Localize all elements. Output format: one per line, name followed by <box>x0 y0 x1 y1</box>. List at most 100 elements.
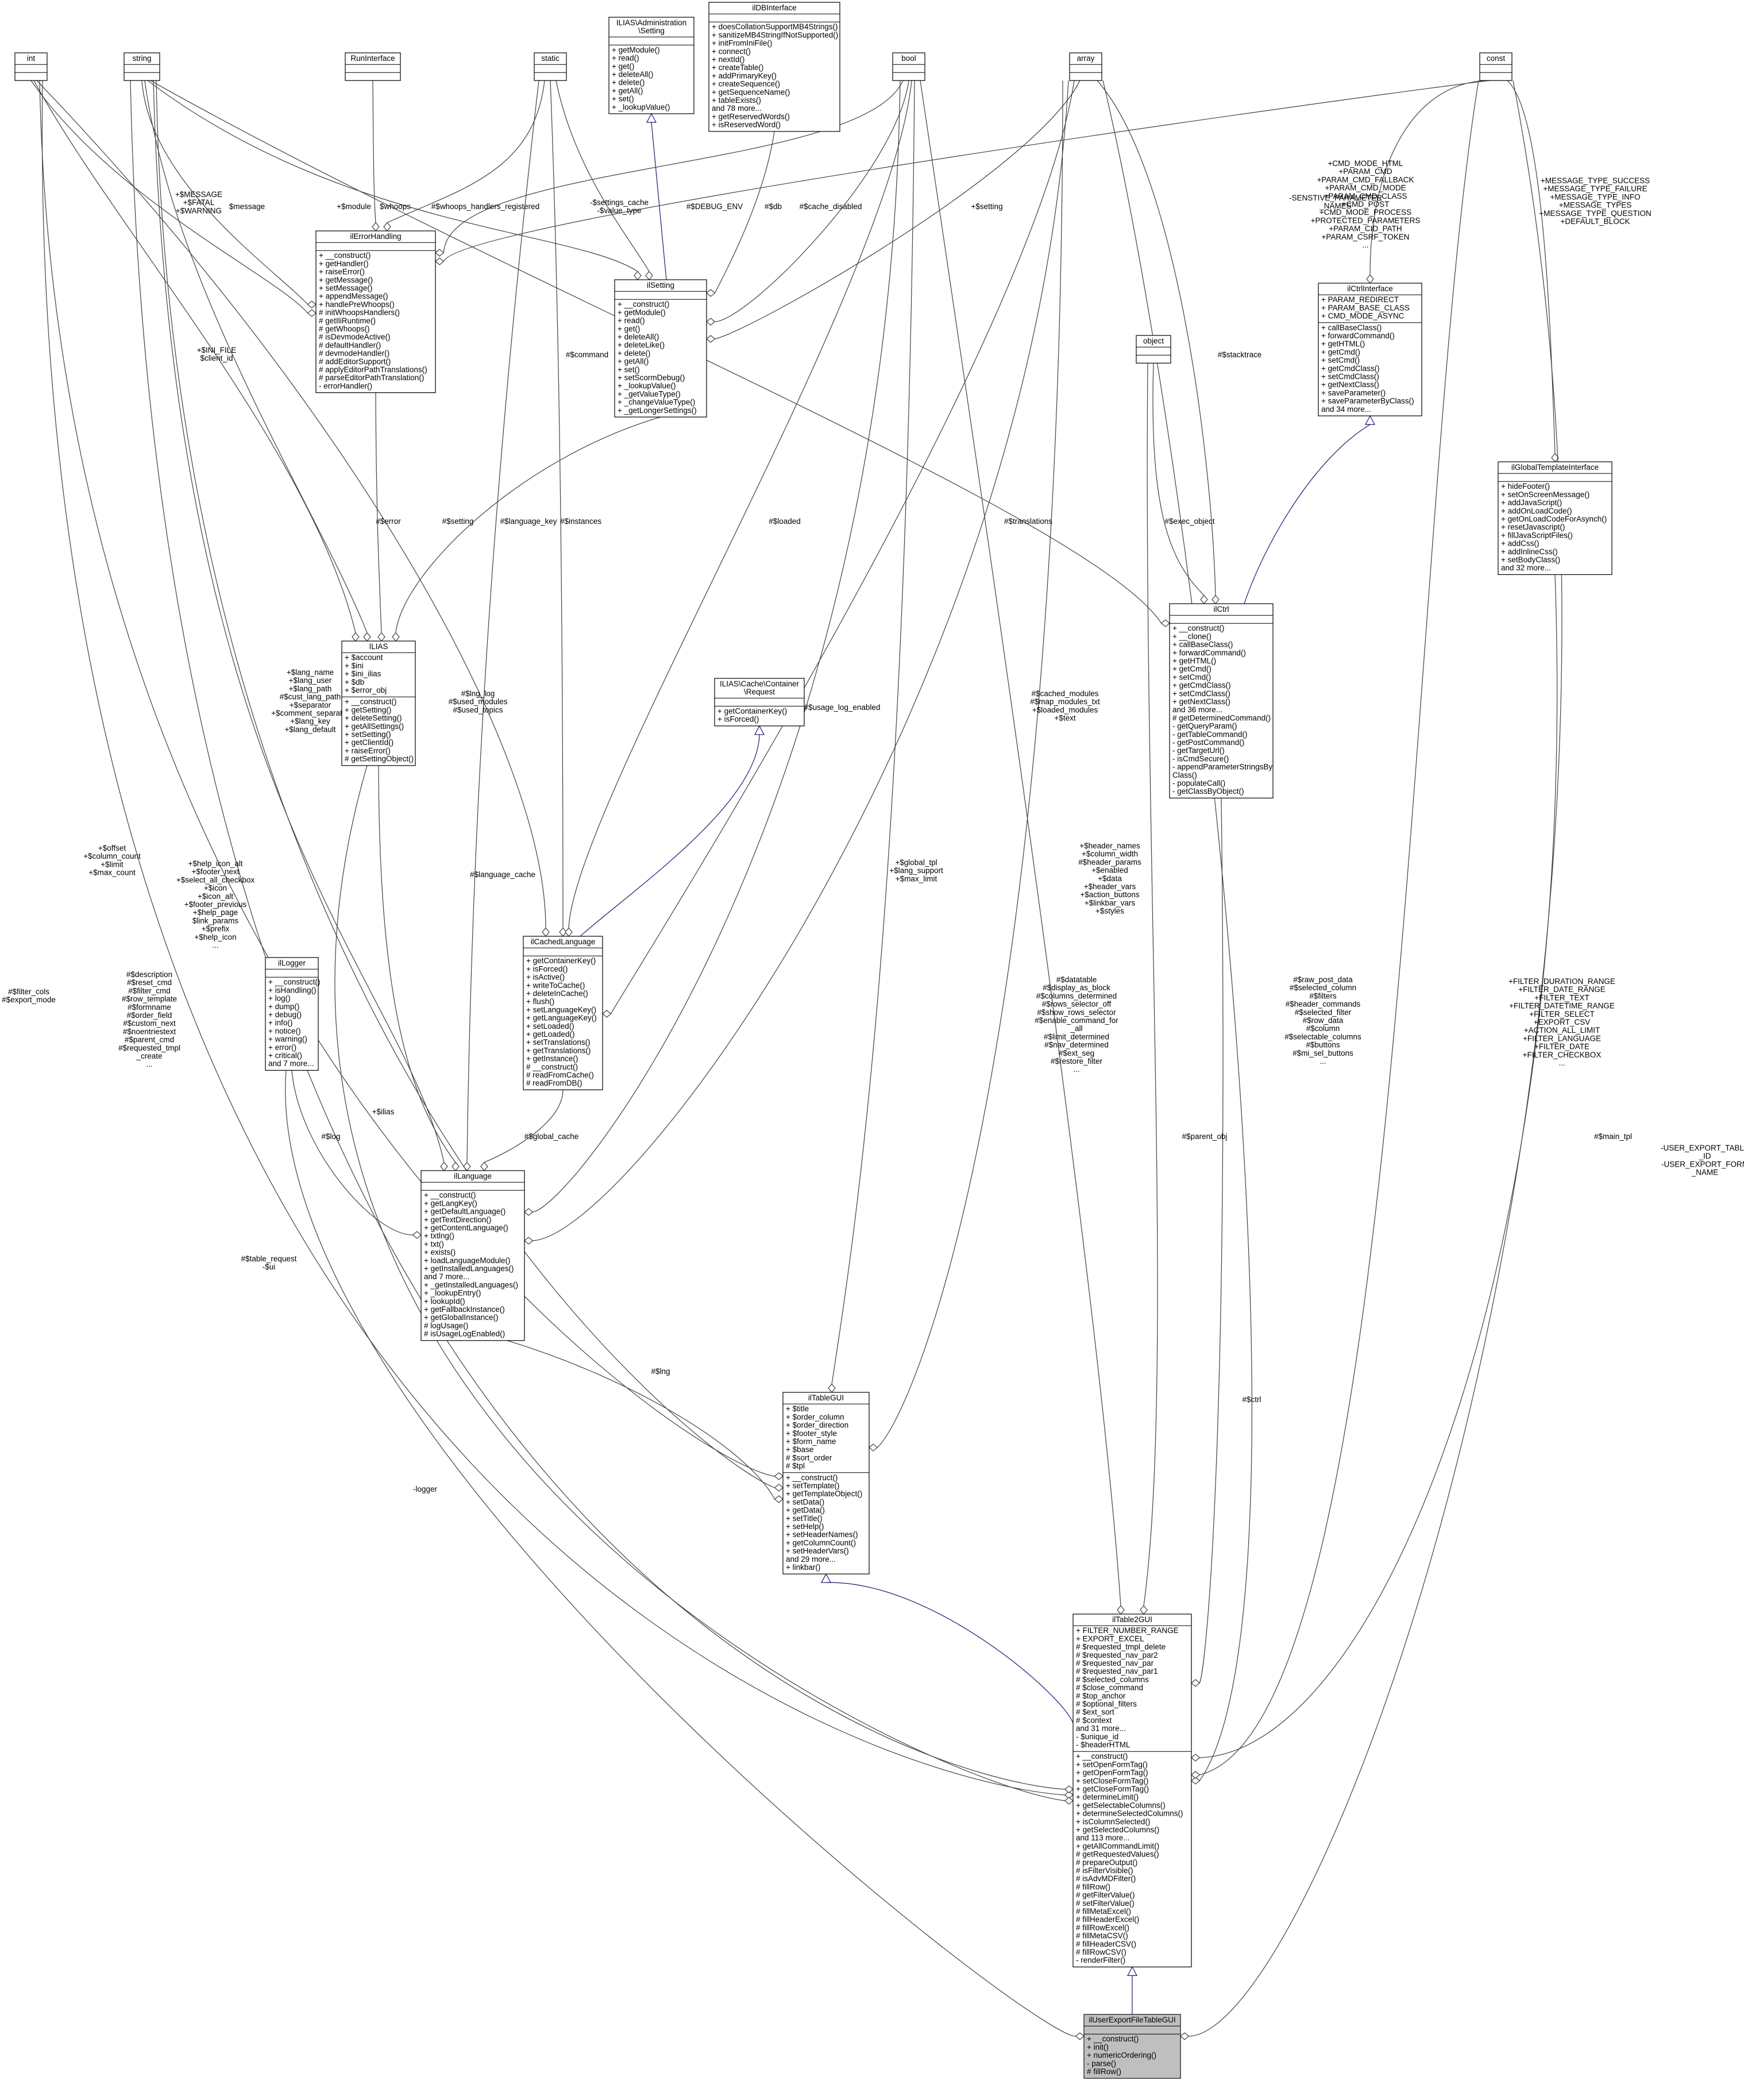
class-name[interactable]: const <box>1487 54 1506 63</box>
inheritance-arrow <box>754 725 765 735</box>
class-method: + setData() <box>786 1497 824 1506</box>
aggregation-diamond <box>542 927 550 937</box>
class-method: - isCmdSecure() <box>1172 754 1229 763</box>
aggregation-edge-array-to-ilctrl <box>1097 80 1216 596</box>
class-method: + getLangKey() <box>424 1199 477 1207</box>
edge-label-line: +FILTER_DATETIME_RANGE <box>1509 1002 1615 1010</box>
edge-label-line: $whoops <box>380 202 411 211</box>
aggregation-edge-ildbinterface-to-ilsetting <box>714 131 775 294</box>
class-name[interactable]: string <box>132 54 151 63</box>
class-name[interactable]: ilLogger <box>278 959 306 967</box>
aggregation-diamond <box>1180 2032 1190 2040</box>
edge-label-line: _NAME <box>1691 1168 1719 1177</box>
class-method: + addOnLoadCode() <box>1501 507 1572 515</box>
edge-label-l39: #$log <box>321 1132 340 1141</box>
aggregation-edge-static-to-ilerrorhandling <box>387 80 545 223</box>
class-name[interactable]: ilCtrl <box>1214 605 1229 613</box>
class-name[interactable]: object <box>1143 337 1164 345</box>
edge-label-line: #$noentriestext <box>123 1027 176 1036</box>
class-method: + raiseError() <box>319 268 365 276</box>
edge-label-l6: -$settings_cache-$value_type <box>590 198 649 215</box>
class-attribute: + $form_name <box>786 1437 836 1446</box>
class-name[interactable]: int <box>27 54 36 63</box>
edge-label-l42: #$main_tpl <box>1594 1132 1632 1141</box>
class-method: + isHandling() <box>268 986 317 994</box>
edge-label-l43: -USER_EXPORT_TABLE_ID-USER_EXPORT_FORM_N… <box>1661 1144 1744 1177</box>
class-name[interactable]: \Setting <box>638 26 665 35</box>
edge-label-line: #$db <box>765 202 782 211</box>
edge-label-l37: +FILTER_DURATION_RANGE+FILTER_DATE_RANGE… <box>1508 977 1615 1067</box>
class-name[interactable]: ilTableGUI <box>808 1393 844 1402</box>
class-method: + lookupId() <box>424 1297 465 1306</box>
edge-label-line: +$select_all_checkbox <box>176 875 254 884</box>
class-method: # fillRowCSV() <box>1076 1948 1126 1956</box>
aggregation-edge-ilias-to-illanguage <box>378 765 456 1163</box>
class-name[interactable]: ILIAS <box>369 642 388 651</box>
edge-label-line: #$table_request <box>241 1254 297 1263</box>
class-name[interactable]: bool <box>901 54 916 63</box>
edge-label-line: +FILTER_CHECKBOX <box>1523 1051 1602 1059</box>
aggregation-edge-illogger-to-illanguage <box>291 1070 413 1236</box>
edge-label-line: +FILTER_DATE_RANGE <box>1518 985 1605 994</box>
class-method: + flush() <box>526 997 554 1006</box>
edge-label-line: #$reset_cmd <box>127 978 172 987</box>
edge-label-line: _all <box>1070 1024 1082 1033</box>
class-box <box>1498 461 1612 575</box>
edge-label-line: #$whoops_handlers_registered <box>431 202 539 211</box>
class-method: + getCmdClass() <box>1172 681 1231 690</box>
aggregation-diamond <box>383 222 391 231</box>
class-method: + getContentLanguage() <box>424 1223 508 1232</box>
edge-label-l17: #$error <box>376 517 401 526</box>
class-method: + _getInstalledLanguages() <box>424 1280 518 1289</box>
class-method: + saveParameter() <box>1321 388 1386 397</box>
class-name[interactable]: ilDBInterface <box>752 3 796 12</box>
edge-label-line: -SENSTIVE_PARAMETER <box>1289 194 1382 202</box>
aggregation-diamond <box>1064 1785 1074 1793</box>
edge-label-l26: #$usage_log_enabled <box>804 703 881 712</box>
class-name[interactable]: RunInterface <box>350 54 395 63</box>
class-name[interactable]: ilErrorHandling <box>350 232 401 241</box>
edge-label-line: +CMD_MODE_HTML <box>1328 159 1403 168</box>
edge-label-l40: #$global_cache <box>524 1132 579 1141</box>
edge-label-line: +$help_icon <box>194 933 236 941</box>
class-box <box>614 279 707 418</box>
edge-label-line: #$column <box>1306 1024 1340 1033</box>
aggregation-diamond <box>452 1161 460 1171</box>
class-attribute: - $unique_id <box>1076 1732 1118 1741</box>
class-name[interactable]: ilTable2GUI <box>1112 1615 1152 1624</box>
class-name[interactable]: ilCachedLanguage <box>531 937 596 946</box>
edge-label-line: #$log <box>321 1132 340 1141</box>
class-method: + _changeValueType() <box>618 398 695 407</box>
class-node-illogger: ilLogger+ __construct()+ isHandling()+ l… <box>265 957 320 1071</box>
class-box <box>534 52 567 81</box>
class-box <box>708 2 840 132</box>
class-name[interactable]: array <box>1077 54 1095 63</box>
class-name[interactable]: ILIAS\Administration <box>616 18 686 27</box>
class-name[interactable]: ilSetting <box>647 281 674 289</box>
class-node-const: const <box>1479 52 1513 81</box>
class-method: - parse() <box>1087 2059 1116 2068</box>
class-method: + isActive() <box>526 973 565 982</box>
edge-label-line: +$column_width <box>1082 850 1138 858</box>
class-name[interactable]: ILIAS\Cache\Container <box>720 680 800 688</box>
edge-label-line: #$description <box>126 970 172 979</box>
class-name[interactable]: ilGlobalTemplateInterface <box>1511 463 1599 472</box>
class-name[interactable]: ilUserExportFileTableGUI <box>1089 2016 1176 2024</box>
class-name[interactable]: ilCtrlInterface <box>1347 284 1393 293</box>
edge-label-line: #$buttons <box>1306 1041 1340 1049</box>
class-method: # initWhoopsHandlers() <box>319 308 400 317</box>
class-method: + tableExists() <box>712 96 761 105</box>
edge-label-line: +$styles <box>1095 907 1124 916</box>
class-method: # getFilterValue() <box>1076 1891 1135 1900</box>
edge-label-line: +$lang_support <box>889 866 943 875</box>
class-name[interactable]: \Request <box>744 688 775 696</box>
edge-label-line: #$lng <box>651 1367 670 1376</box>
class-method: + __construct() <box>345 697 396 706</box>
edge-label-l32: +$header_names+$column_width#$header_par… <box>1078 841 1141 916</box>
class-method: + deleteLike() <box>618 341 665 349</box>
class-method: # isUsageLogEnabled() <box>424 1330 505 1338</box>
class-box <box>608 17 694 114</box>
aggregation-diamond <box>706 318 716 326</box>
class-name[interactable]: ilLanguage <box>454 1172 492 1180</box>
class-name[interactable]: static <box>541 54 560 63</box>
